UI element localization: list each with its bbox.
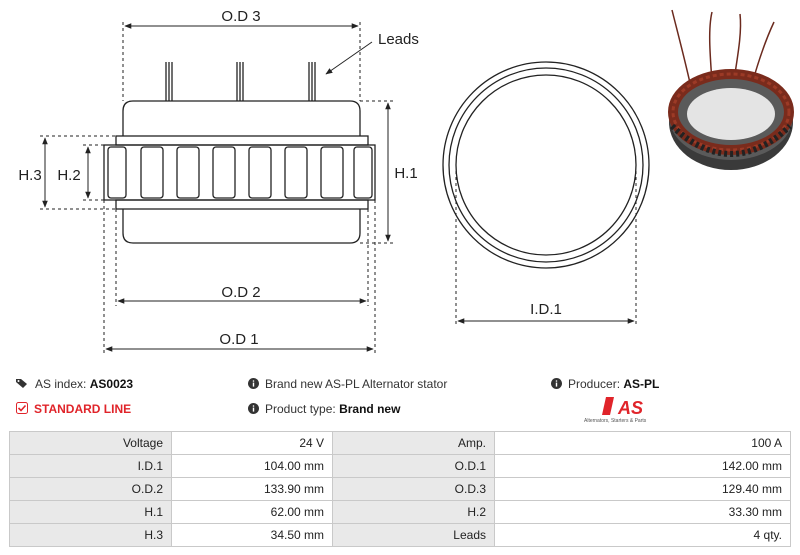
spec-value: 24 V	[171, 431, 333, 455]
label-od1: O.D 1	[219, 331, 258, 348]
spec-label: O.D.2	[9, 477, 172, 501]
checkbox-checked-icon	[16, 402, 28, 417]
spec-label: I.D.1	[9, 454, 172, 478]
stator-top-view	[442, 61, 650, 269]
table-row: I.D.1 104.00 mm O.D.1 142.00 mm	[9, 454, 791, 478]
svg-text:AS: AS	[617, 398, 643, 418]
as-index-value: AS0023	[89, 377, 134, 391]
stator-technical-drawing: O.D 3 Leads H.3 H.2 H.1 O.D 2 O.D 1 I.D.…	[18, 8, 650, 354]
as-index-label: AS index:	[35, 377, 87, 391]
spec-label: H.1	[9, 500, 172, 524]
label-od3: O.D 3	[221, 8, 260, 25]
spec-label: O.D.3	[332, 477, 495, 501]
spec-value: 33.30 mm	[494, 500, 791, 524]
producer-label: Producer:	[568, 377, 621, 391]
standard-line: STANDARD LINE	[16, 402, 131, 417]
table-row: Voltage 24 V Amp. 100 A	[9, 431, 791, 455]
label-h2: H.2	[57, 167, 80, 184]
standard-line-label: STANDARD LINE	[34, 402, 132, 416]
spec-value: 34.50 mm	[171, 523, 333, 547]
product-description: Brand new AS-PL Alternator stator	[248, 377, 447, 392]
label-id1: I.D.1	[530, 301, 562, 318]
label-h1: H.1	[394, 165, 417, 182]
product-type-value: Brand new	[339, 402, 401, 416]
label-leads: Leads	[378, 31, 419, 48]
as-pl-logo: AS	[602, 397, 643, 418]
description-text: Brand new AS-PL Alternator stator	[265, 377, 448, 391]
info-icon	[248, 377, 259, 392]
product-type: Product type: Brand new	[248, 402, 400, 417]
id-dimension-lines	[455, 165, 637, 326]
spec-label: H.2	[332, 500, 495, 524]
spec-value: 129.40 mm	[494, 477, 791, 501]
tags-icon	[16, 378, 29, 392]
info-icon	[248, 402, 259, 417]
dimension-lines	[40, 22, 393, 354]
info-icon	[551, 377, 562, 392]
as-index: AS index: AS0023	[16, 377, 133, 392]
spec-value: 62.00 mm	[171, 500, 333, 524]
spec-label: Voltage	[9, 431, 172, 455]
spec-value: 100 A	[494, 431, 791, 455]
stator-side-view	[103, 62, 376, 244]
spec-value: 4 qty.	[494, 523, 791, 547]
specifications-table: Voltage 24 V Amp. 100 A I.D.1 104.00 mm …	[9, 431, 791, 547]
table-row: O.D.2 133.90 mm O.D.3 129.40 mm	[9, 477, 791, 501]
spec-label: H.3	[9, 523, 172, 547]
brand-tagline: Alternators, Starters & Parts	[584, 418, 647, 424]
label-h3: H.3	[18, 167, 41, 184]
label-od2: O.D 2	[221, 284, 260, 301]
spec-label: Leads	[332, 523, 495, 547]
producer-value: AS-PL	[623, 377, 660, 391]
stator-product-photo	[668, 9, 794, 170]
spec-label: O.D.1	[332, 454, 495, 478]
table-row: H.1 62.00 mm H.2 33.30 mm	[9, 500, 791, 524]
product-type-label: Product type:	[265, 402, 336, 416]
spec-label: Amp.	[332, 431, 495, 455]
spec-value: 133.90 mm	[171, 477, 333, 501]
spec-value: 142.00 mm	[494, 454, 791, 478]
spec-value: 104.00 mm	[171, 454, 333, 478]
table-row: H.3 34.50 mm Leads 4 qty.	[9, 523, 791, 547]
producer: Producer: AS-PL	[551, 377, 659, 392]
